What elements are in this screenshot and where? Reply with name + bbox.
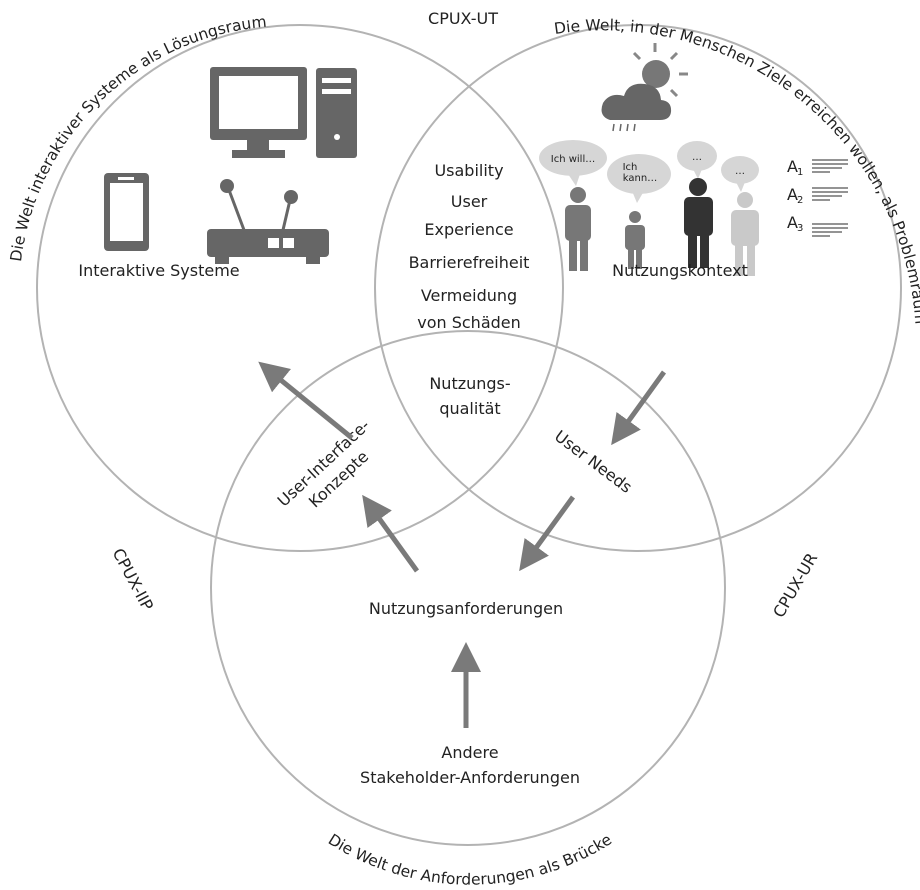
label-usability: Usability [434,161,503,180]
arc-label-bridge: Die Welt der Anforderungen als Brücke [325,830,615,888]
arrow-to-interaktive-systeme [258,361,354,440]
svg-text:2: 2 [797,195,803,206]
label-cpux-ur: CPUX-UR [769,550,821,621]
person-icon-light [731,192,759,276]
svg-text:A: A [787,157,798,176]
svg-text:3: 3 [797,223,803,234]
circle-context [374,24,902,552]
person-icon-1 [565,187,591,271]
task-list-icon: A 1 A 2 A 3 [787,157,848,237]
label-barrierefreiheit: Barrierefreiheit [409,253,530,272]
label-user-needs: User Needs [551,426,636,496]
speech-bubble-ich-will: Ich will… [539,140,607,186]
label-nutzungsanforderungen: Nutzungsanforderungen [369,599,563,618]
pc-tower-icon [316,68,357,158]
arrow-to-ui-konzepte [362,494,420,573]
speech-bubble-ich-kann: Ich kann… [607,154,671,203]
svg-text:A: A [787,185,798,204]
svg-text:A: A [787,213,798,232]
svg-text:1: 1 [797,167,803,178]
label-qualitaet: qualität [439,399,500,418]
label-andere: Andere [441,743,498,762]
weather-icon [601,43,688,132]
svg-text:Ich will…: Ich will… [551,154,595,165]
monitor-icon [210,67,307,158]
label-stakeholder-anforderungen: Stakeholder-Anforderungen [360,768,580,787]
smartphone-icon [104,173,149,251]
label-nutzungskontext: Nutzungskontext [612,261,748,280]
person-icon-child [625,211,645,269]
label-cpux-ut: CPUX-UT [428,9,498,28]
label-vermeidung: Vermeidung [421,286,517,305]
label-user: User [451,192,488,211]
svg-text:…: … [735,166,745,177]
label-nutzungs: Nutzungs- [429,374,510,393]
speech-bubble-dots-2: … [721,156,759,192]
label-interaktive-systeme: Interaktive Systeme [78,261,239,280]
router-icon [207,179,329,264]
label-cpux-iip: CPUX-IIP [109,545,158,614]
svg-text:kann…: kann… [623,173,657,184]
circle-systems [36,24,564,552]
svg-text:…: … [692,152,702,163]
person-icon-dark [684,178,713,268]
arrow-to-user-needs [611,370,667,446]
svg-text:Ich: Ich [623,162,638,173]
label-experience: Experience [424,220,513,239]
speech-bubble-dots-1: … [677,141,717,179]
arrow-to-nutzungsanforderungen [519,495,576,572]
label-von-schaeden: von Schäden [417,313,521,332]
circle-requirements [210,330,726,846]
